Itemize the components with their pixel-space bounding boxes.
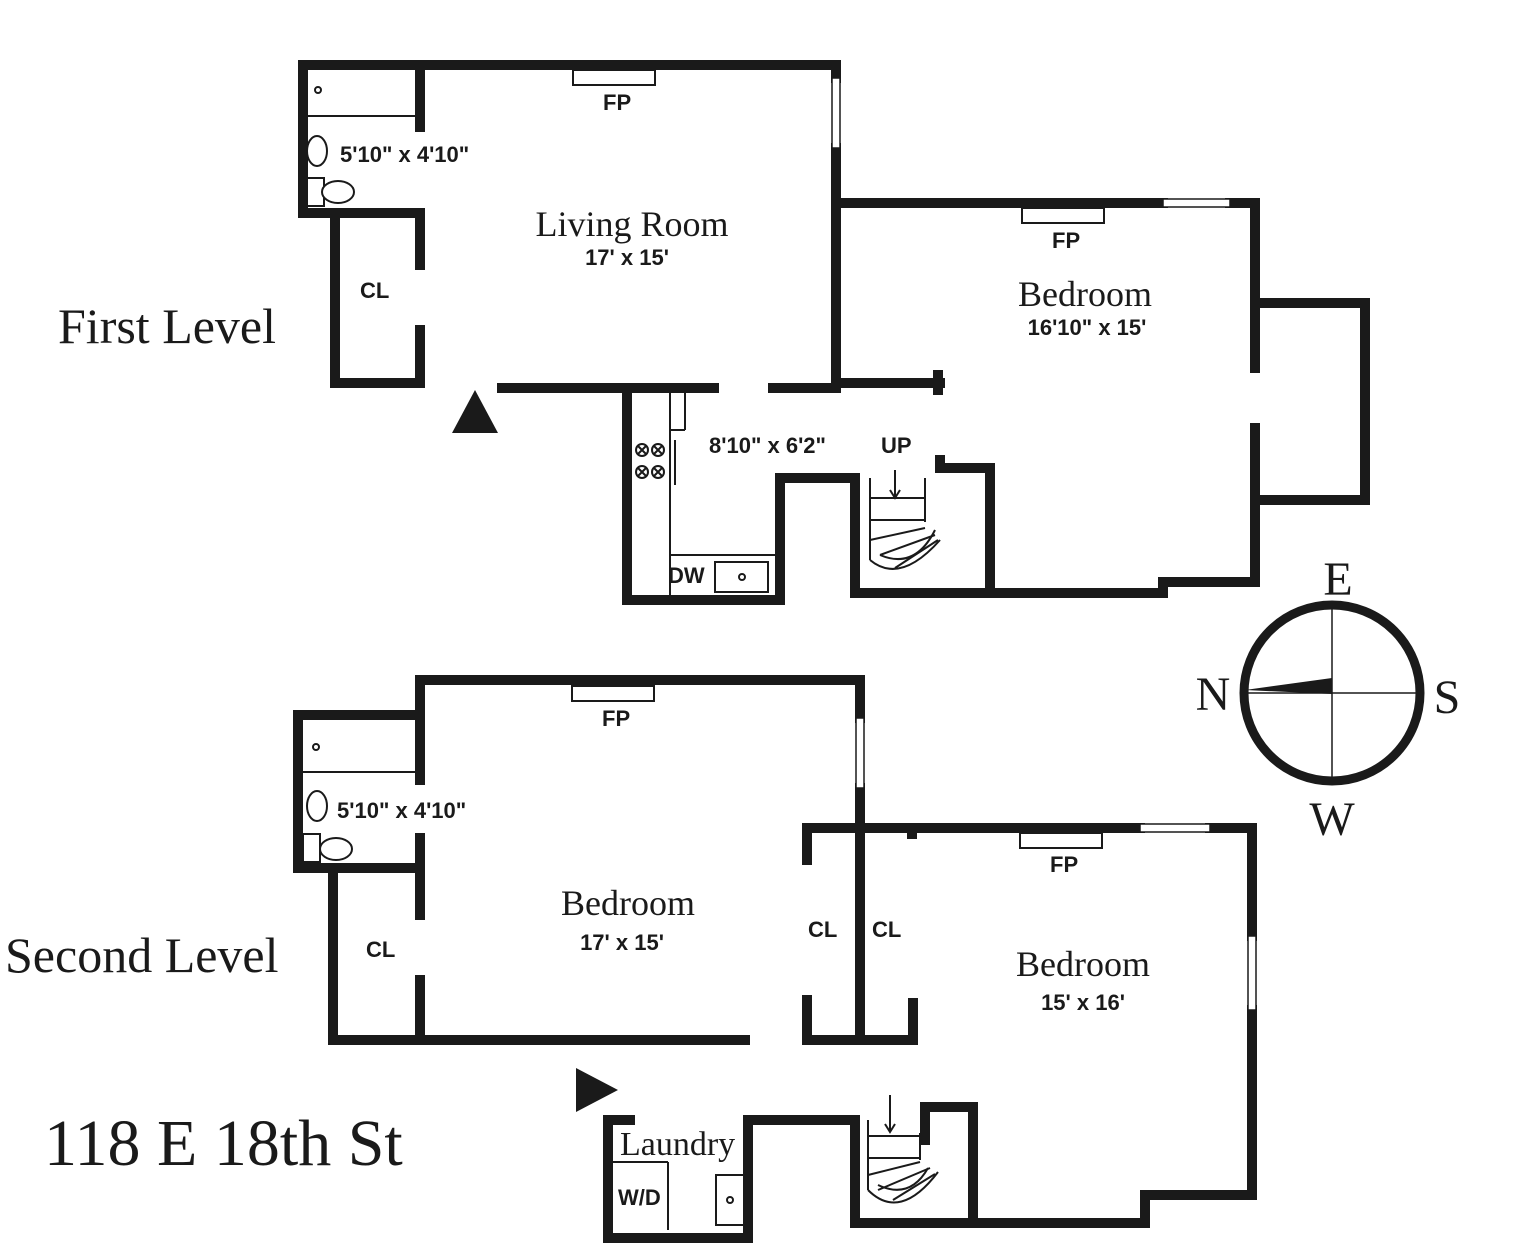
- living-room-name: Living Room: [535, 204, 728, 244]
- compass-north: N: [1196, 668, 1231, 721]
- kitchen-drain-icon: [738, 573, 746, 581]
- up-label: UP: [881, 433, 912, 458]
- tub-drain-icon: [314, 86, 322, 94]
- sink-icon-2: [306, 790, 328, 822]
- bedroom-dimension-3: 15' x 16': [1041, 990, 1125, 1015]
- bedroom-name-3: Bedroom: [1016, 944, 1150, 984]
- cl-label: CL: [360, 278, 389, 303]
- dw-label: DW: [668, 563, 705, 588]
- bath-dimension-2: 5'10" x 4'10": [337, 798, 466, 823]
- fireplace-bedroom-3: [1019, 832, 1103, 849]
- fireplace-living-room: [572, 69, 656, 86]
- second-level-walls: [293, 675, 1257, 1243]
- entry-arrow-icon: [576, 1068, 618, 1112]
- toilet-tank-2: [302, 833, 321, 863]
- fireplace-bedroom-2: [571, 685, 655, 702]
- second-level-plan: [293, 675, 1257, 1243]
- window-bedroom-3: [1139, 823, 1211, 833]
- cl-label: CL: [808, 917, 837, 942]
- bedroom-dimension-2: 17' x 15': [580, 930, 664, 955]
- cl-label: CL: [366, 937, 395, 962]
- stair-first-level: [869, 470, 941, 570]
- first-level-walls: [298, 60, 1370, 605]
- wd-label: W/D: [618, 1185, 661, 1210]
- fireplace-bedroom-1: [1021, 207, 1105, 224]
- cl-label: CL: [872, 917, 901, 942]
- entry-arrow-icon: [452, 390, 498, 433]
- fp-label: FP: [603, 90, 631, 115]
- bedroom-name-2: Bedroom: [561, 883, 695, 923]
- toilet-icon: [321, 180, 355, 204]
- fp-label: FP: [602, 706, 630, 731]
- address: 118 E 18th St: [44, 1107, 403, 1180]
- first-level-title: First Level: [58, 298, 276, 354]
- sink-icon: [306, 135, 328, 167]
- living-room-dimension: 17' x 15': [585, 245, 669, 270]
- stair-second-level: [867, 1095, 939, 1204]
- first-level-plan: [298, 60, 1370, 605]
- fp-label: FP: [1050, 852, 1078, 877]
- window-bedroom-1: [1162, 198, 1231, 208]
- fp-label: FP: [1052, 228, 1080, 253]
- laundry-label: Laundry: [620, 1126, 735, 1163]
- compass-east: E: [1323, 553, 1352, 606]
- window-bedroom-2: [855, 717, 865, 789]
- tub-drain-icon-2: [312, 743, 320, 751]
- window-living-room: [831, 77, 841, 149]
- window-bedroom-3-side: [1247, 935, 1257, 1011]
- compass-west: W: [1309, 793, 1355, 846]
- bedroom-dimension-1: 16'10" x 15': [1028, 315, 1147, 340]
- bath-dimension-1: 5'10" x 4'10": [340, 142, 469, 167]
- toilet-icon-2: [319, 837, 353, 861]
- laundry-drain-icon: [726, 1196, 734, 1204]
- second-level-title: Second Level: [5, 927, 279, 983]
- kitchen-dimension: 8'10" x 6'2": [709, 433, 826, 458]
- compass-south: S: [1434, 671, 1461, 724]
- bedroom-name-1: Bedroom: [1018, 274, 1152, 314]
- compass-icon: [1239, 600, 1425, 786]
- stove-burner-icon: [635, 440, 676, 485]
